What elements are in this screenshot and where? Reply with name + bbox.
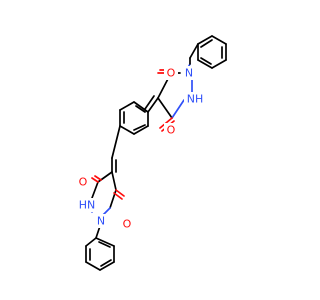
atom-oxygen-upper-ring-bottom: O	[167, 124, 176, 137]
molecule-structure-diagram: O N NH O O HN N O	[76, 35, 227, 271]
atom-oxygen-upper-ring-top: O	[167, 67, 176, 80]
upper-exocyclic-double-bond	[144, 95, 159, 113]
atom-labels: O N NH O O HN N O	[76, 66, 206, 231]
atom-nitrogen-lower-phenyl: N	[97, 215, 105, 228]
central-benzene-ring	[119, 101, 149, 135]
lower-carbonyl-bonds	[91, 175, 125, 200]
atom-hn-lower-ring: HN	[79, 199, 96, 212]
lower-exocyclic-double-bond	[111, 125, 121, 173]
atom-oxygen-lower-ring-bottom: O	[123, 218, 132, 231]
lower-phenyl-ring	[85, 225, 115, 271]
atom-nitrogen-upper-phenyl: N	[185, 67, 193, 80]
atom-nh-upper-ring: NH	[187, 93, 204, 106]
upper-phenyl-ring	[189, 35, 227, 69]
atom-oxygen-lower-ring-top: O	[79, 176, 88, 189]
